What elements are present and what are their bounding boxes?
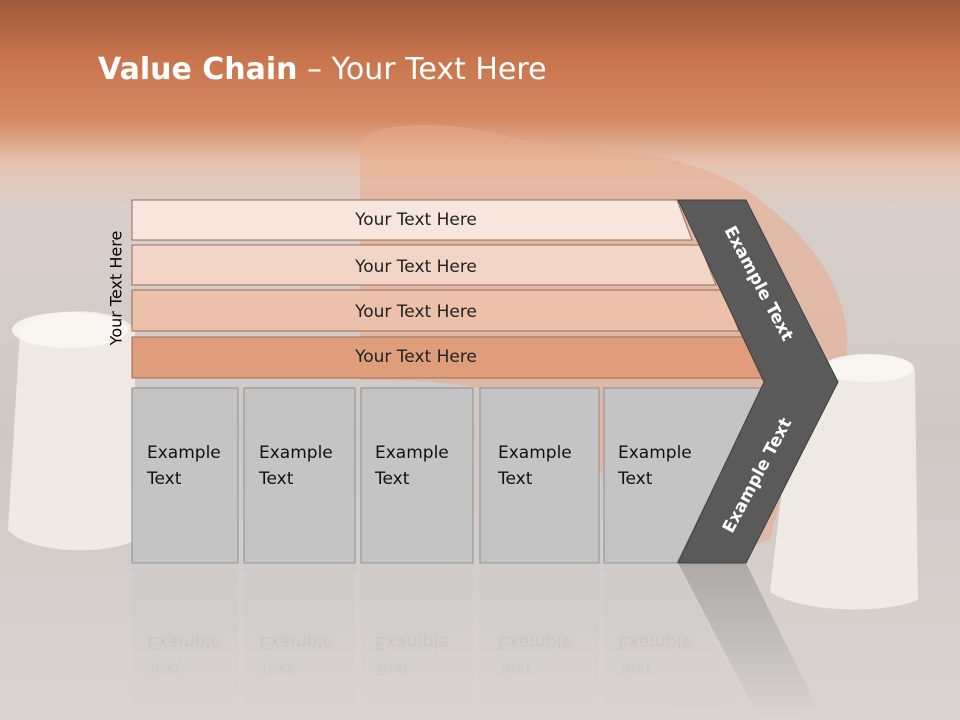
box-2-line1: Example xyxy=(259,443,333,463)
band-3 xyxy=(131,289,740,332)
reflection-shapes xyxy=(132,563,820,720)
box-4-line1: Example xyxy=(498,443,572,463)
box-5-line2: Text xyxy=(618,469,653,489)
box-4 xyxy=(479,387,600,564)
box-2 xyxy=(243,387,356,564)
box-4-line2: Text xyxy=(498,469,533,489)
box-2-line2: Text xyxy=(259,469,294,489)
box-1 xyxy=(131,387,239,564)
band-2-label: Your Text Here xyxy=(354,257,477,277)
box-1-line1: Example xyxy=(147,443,221,463)
band-1-label: Your Text Here xyxy=(354,210,477,230)
box-3-line1: Example xyxy=(375,443,449,463)
box-3-line2: Text xyxy=(375,469,410,489)
box-5 xyxy=(603,387,763,564)
title-bold: Value Chain xyxy=(98,52,298,87)
slide-title: Value Chain – Your Text Here xyxy=(98,52,547,87)
box-3 xyxy=(360,387,474,564)
box-5-line1: Example xyxy=(618,443,692,463)
band-3-label: Your Text Here xyxy=(354,302,477,322)
band-1 xyxy=(131,199,693,241)
band-2 xyxy=(131,244,717,286)
chevron-shape xyxy=(677,199,839,564)
box-1-line2: Text xyxy=(147,469,182,489)
title-rest: – Your Text Here xyxy=(297,52,547,87)
band-4-label: Your Text Here xyxy=(354,347,477,367)
